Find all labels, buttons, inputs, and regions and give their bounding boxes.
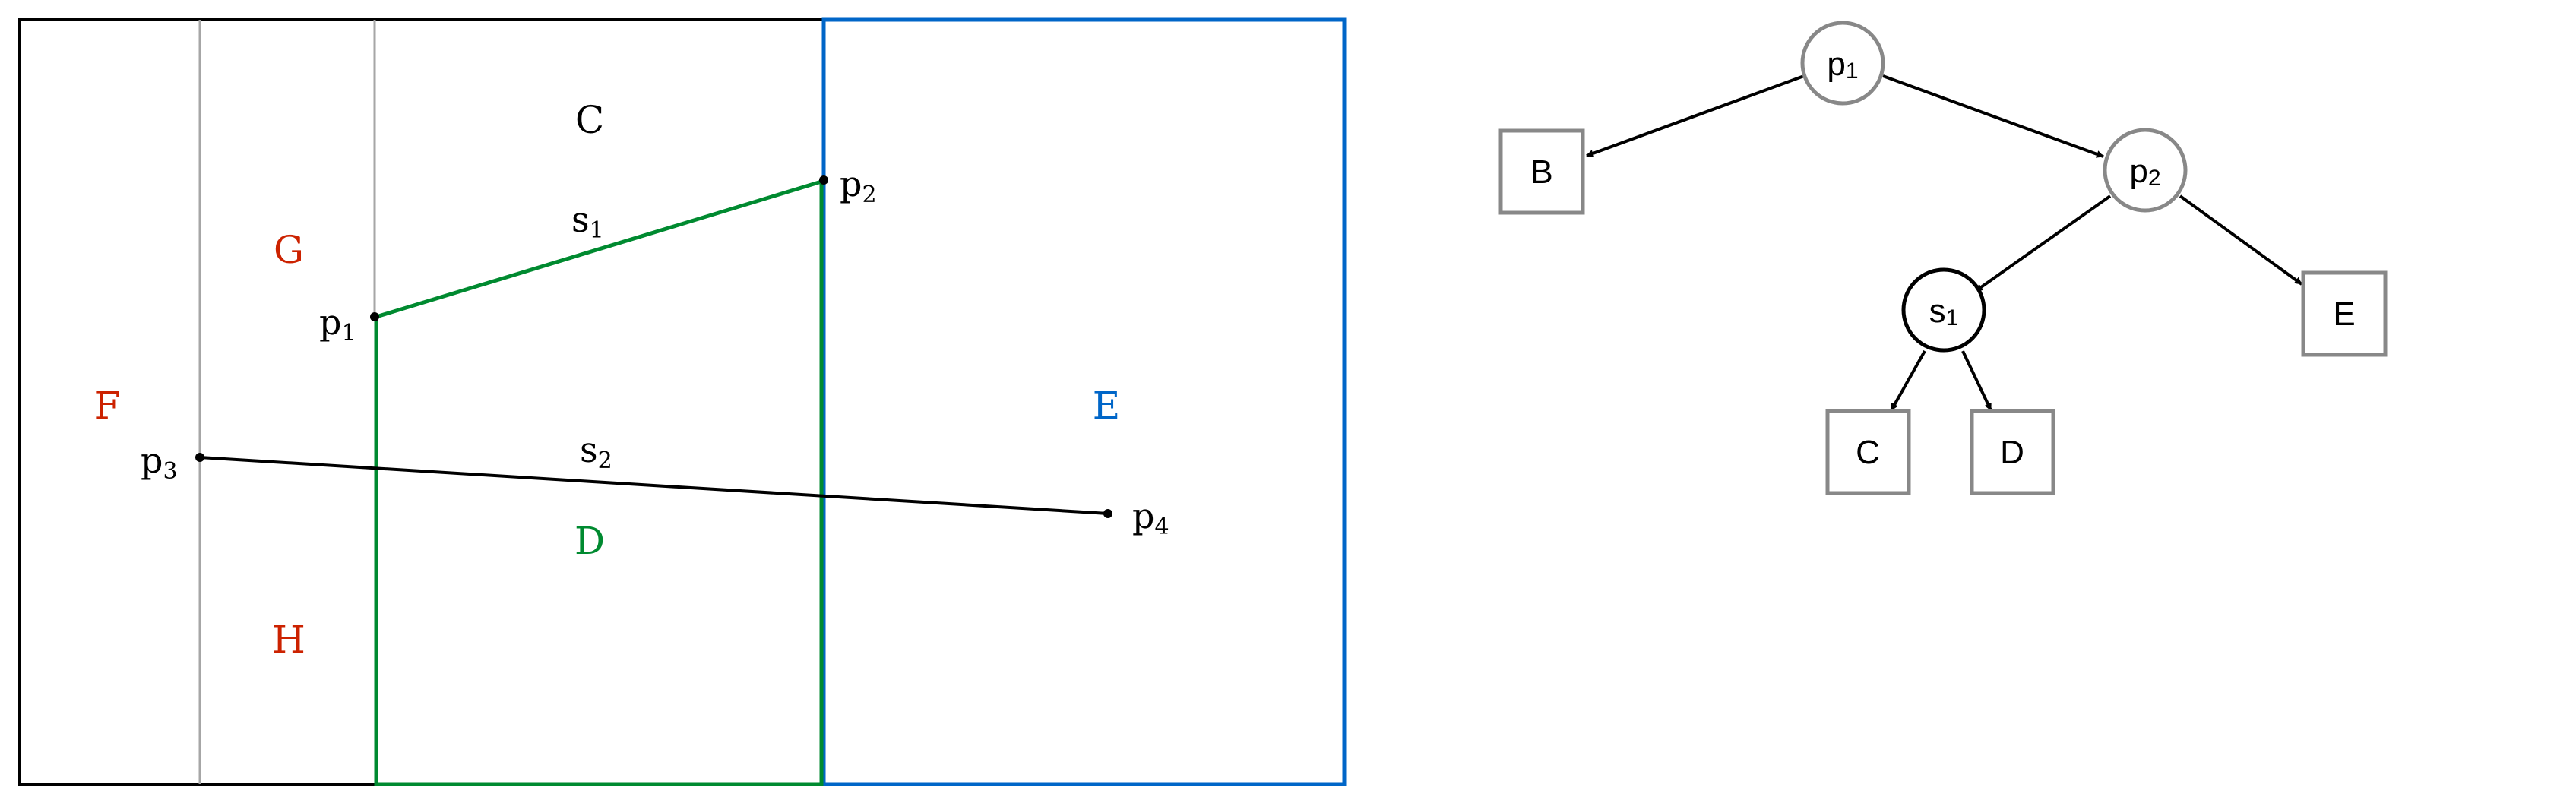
edge-p1-B [1586, 74, 1805, 157]
point-p4 [1103, 509, 1112, 518]
segment-label-s2: s2 [580, 429, 612, 474]
point-label-p2: p2 [840, 163, 877, 208]
region-label-E: E [1093, 384, 1121, 428]
edge-s1-C [1890, 350, 1926, 411]
point-label-p1: p1 [319, 302, 356, 346]
edge-p2-E [2179, 194, 2303, 286]
edge-p2-s1 [1974, 194, 2112, 292]
search-structure: p1 p2 s1 B E C D [1498, 21, 2388, 495]
trapezoid-E-outline [821, 17, 1347, 786]
edge-p1-p2 [1882, 74, 2104, 158]
leaf-C [1825, 409, 1911, 495]
leaf-label-B: B [1530, 153, 1552, 191]
node-s1 [1901, 267, 1986, 353]
leaf-E [2301, 270, 2388, 357]
point-p2 [819, 175, 828, 185]
point-p3 [195, 453, 204, 462]
leaf-D [1970, 409, 2055, 495]
region-label-D: D [574, 519, 605, 563]
leaf-label-C: C [1856, 434, 1880, 471]
region-label-G: G [274, 228, 304, 272]
node-label-s1: s1 [1929, 292, 1959, 330]
point-label-p3: p3 [141, 440, 178, 485]
segment-s2 [199, 456, 1109, 515]
node-p2 [2103, 128, 2188, 213]
leaf-label-D: D [2000, 434, 2024, 471]
node-label-p2: p2 [2129, 153, 2160, 191]
point-label-p4: p4 [1132, 495, 1169, 540]
leaf-B [1498, 128, 1585, 215]
edge-s1-D [1961, 350, 1992, 411]
trapezoid-D-outline [374, 179, 824, 786]
node-label-p1: p1 [1827, 46, 1858, 84]
region-label-F: F [94, 384, 121, 428]
point-p1 [370, 312, 379, 321]
trapezoidal-map: C G F E D H p1 p2 p3 p4 s1 s2 [18, 17, 1347, 786]
node-p1 [1800, 21, 1885, 106]
segment-label-s1: s1 [571, 199, 604, 244]
region-label-H: H [272, 618, 305, 662]
leaf-label-E: E [2333, 296, 2355, 333]
region-label-C: C [575, 98, 604, 142]
bounding-box [18, 18, 1346, 786]
